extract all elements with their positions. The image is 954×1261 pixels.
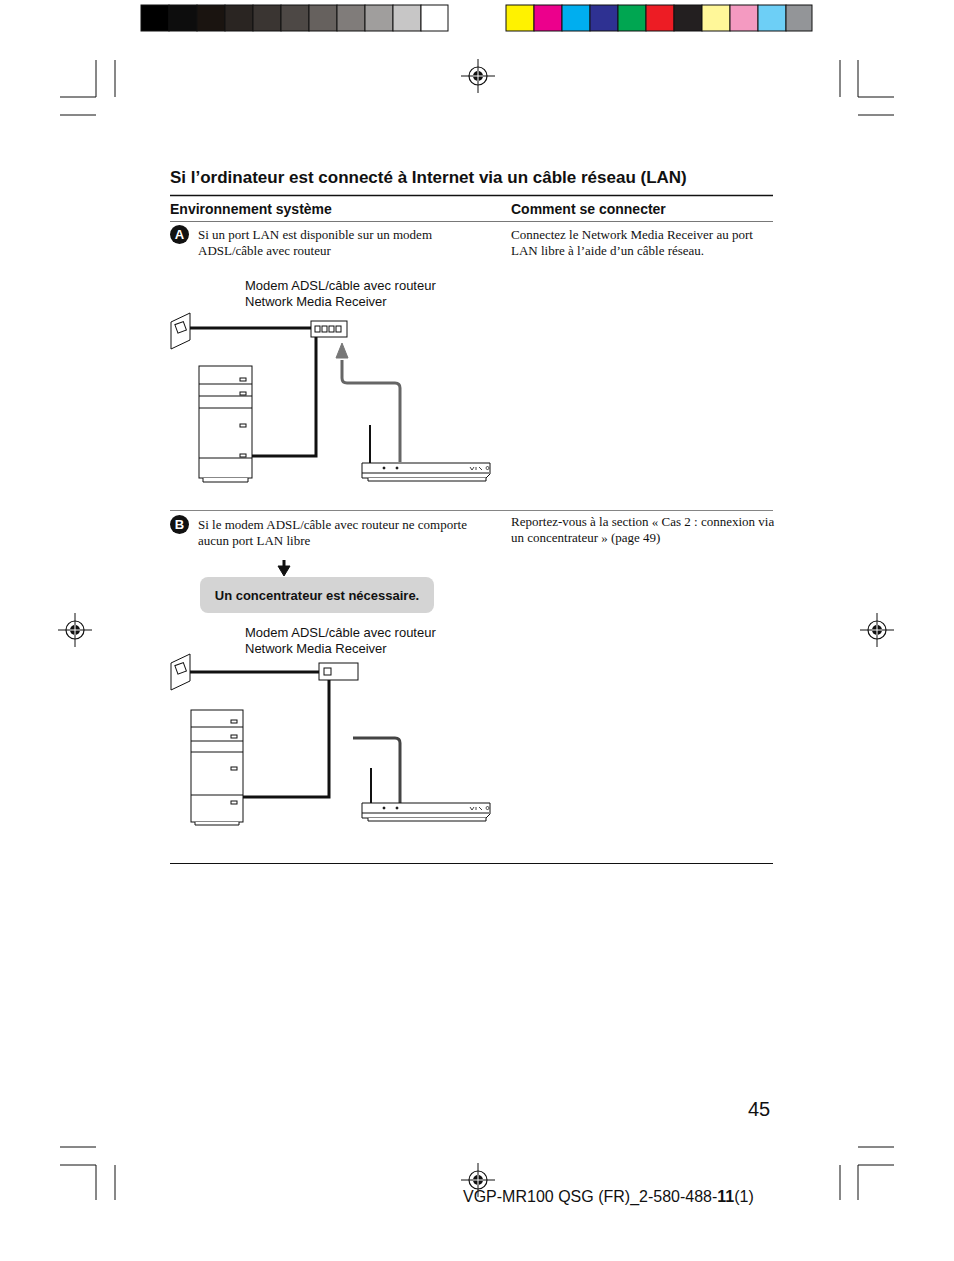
illustration-a — [171, 313, 490, 482]
crop-marks — [60, 60, 894, 1200]
illustration-b — [171, 560, 490, 825]
row-instruction: Connectez le Network Media Receiver au p… — [511, 227, 777, 259]
row-condition: Si le modem ADSL/câble avec routeur ne c… — [198, 517, 470, 549]
note-text: Un concentrateur est nécessaire. — [215, 588, 419, 603]
footer-line: VGP-MR100 QSG (FR)_2-580-488-11(1) — [463, 1188, 754, 1206]
colour-bar — [141, 5, 812, 31]
device-label: Modem ADSL/câble avec routeur — [245, 625, 436, 641]
row-letter: A — [170, 225, 189, 244]
column-header: Comment se connecter — [511, 201, 666, 218]
footer-code: VGP-MR100 QSG (FR)_2-580-488- — [463, 1188, 717, 1205]
note-box: Un concentrateur est nécessaire. — [200, 577, 434, 613]
row-letter: B — [170, 515, 189, 534]
device-label: Network Media Receiver — [245, 641, 387, 657]
row-condition: Si un port LAN est disponible sur un mod… — [198, 227, 470, 259]
device-label: Network Media Receiver — [245, 294, 387, 310]
footer-code: 11 — [717, 1188, 734, 1205]
footer-code: (1) — [734, 1188, 754, 1205]
device-label: Modem ADSL/câble avec routeur — [245, 278, 436, 294]
page-title: Si l’ordinateur est connecté à Internet … — [170, 168, 687, 188]
table-rules — [170, 196, 773, 864]
page-number: 45 — [748, 1097, 770, 1121]
column-header: Environnement système — [170, 201, 332, 218]
row-instruction: Reportez-vous à la section « Cas 2 : con… — [511, 514, 777, 546]
